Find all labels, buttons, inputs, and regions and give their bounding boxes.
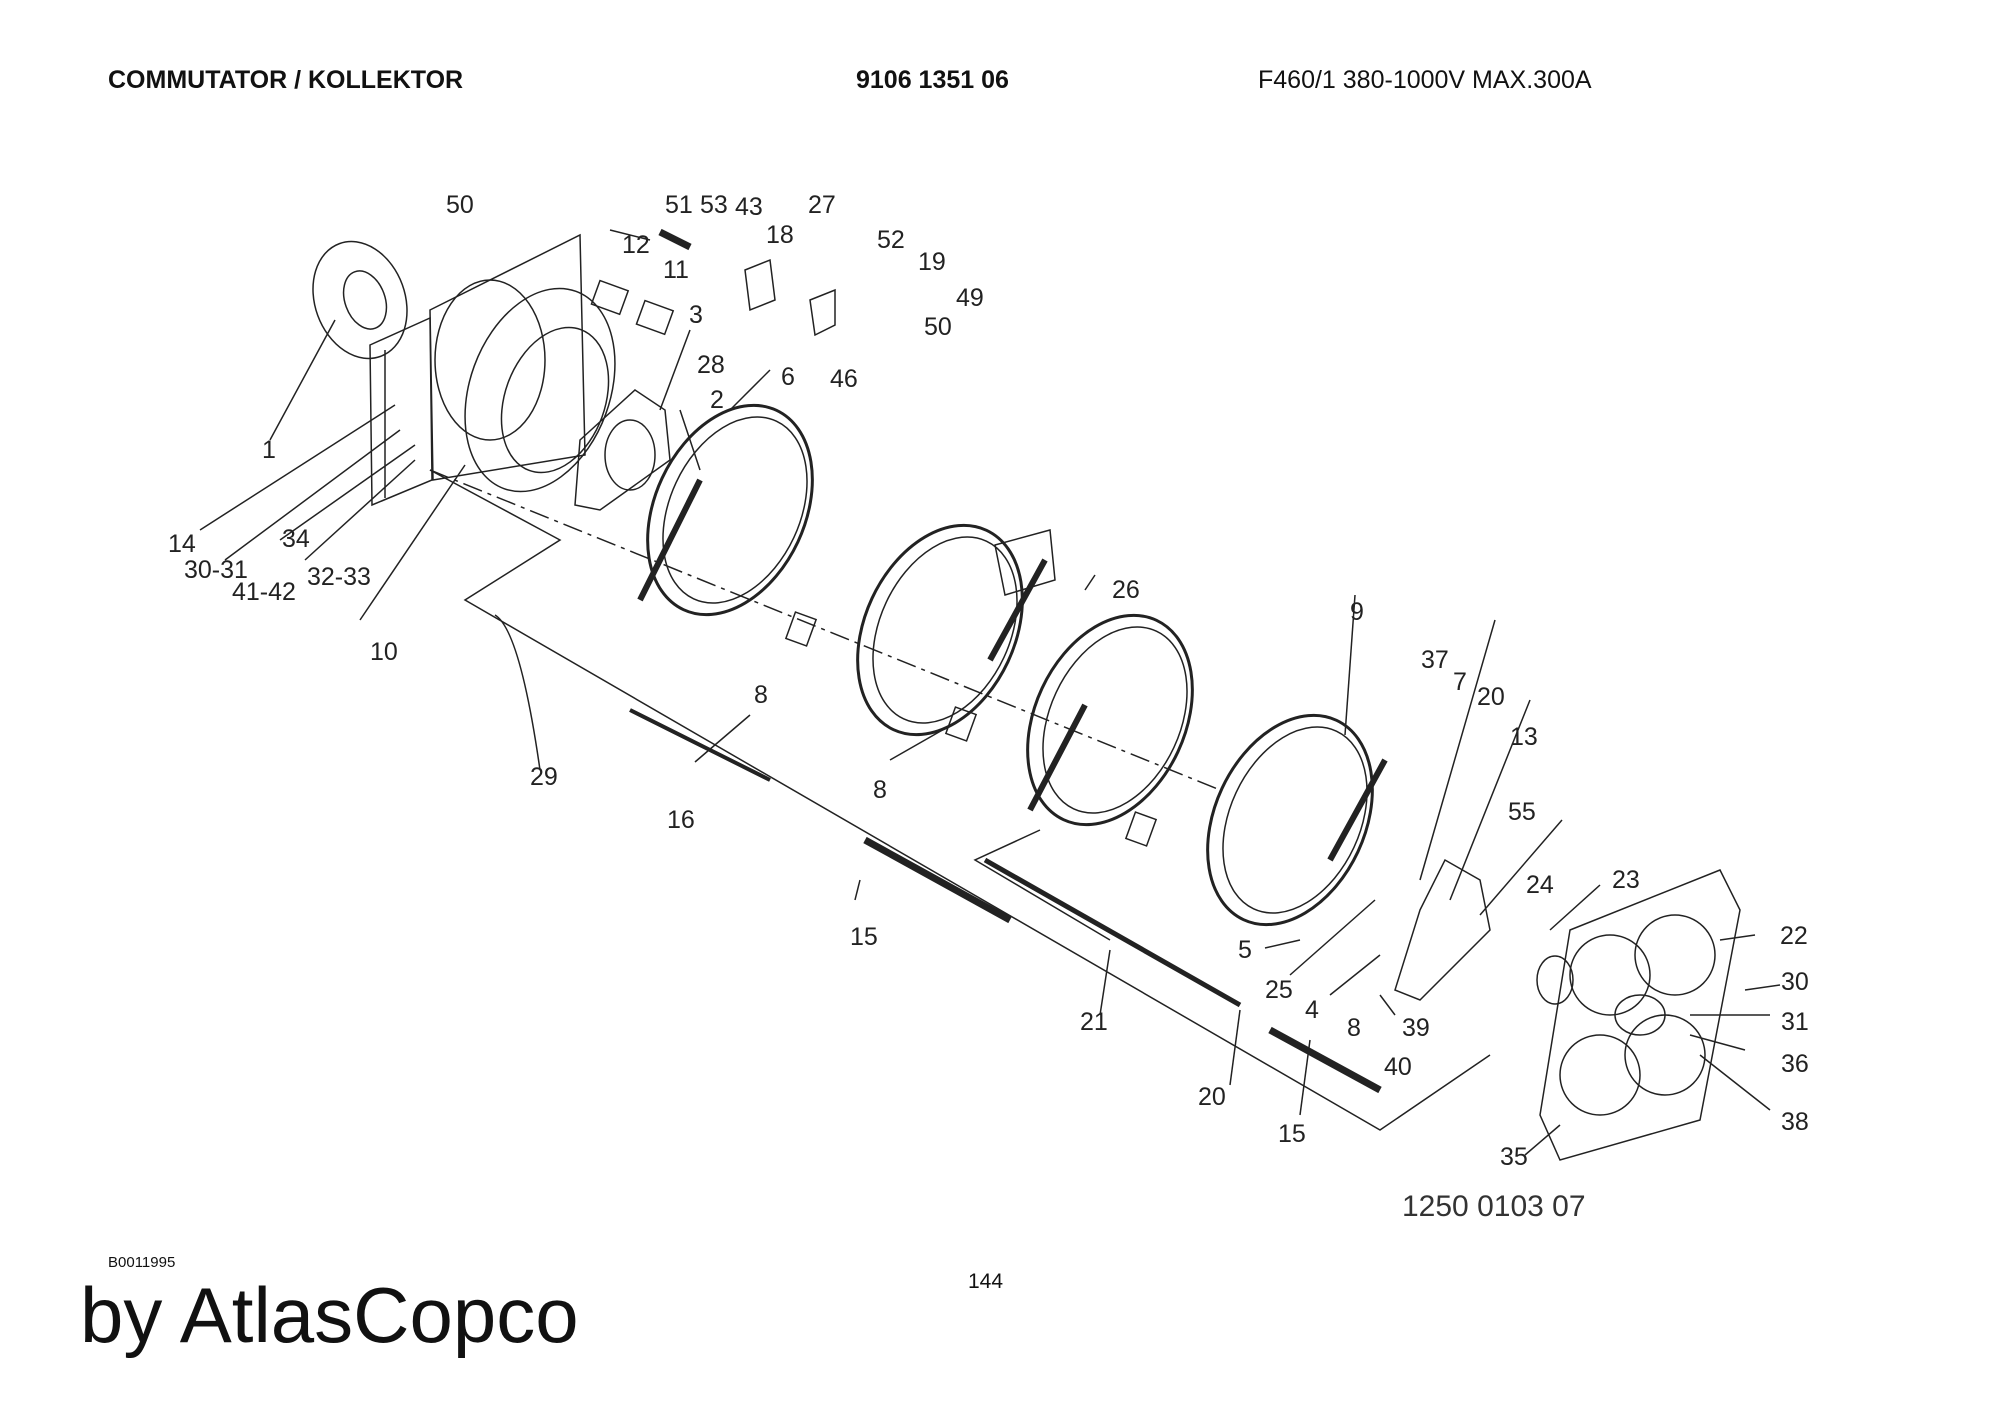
callout-4: 4 bbox=[1305, 996, 1319, 1024]
callout-16: 16 bbox=[667, 806, 695, 834]
callout-36: 36 bbox=[1781, 1050, 1809, 1078]
callout-49: 49 bbox=[956, 284, 984, 312]
model-designation: F460/1 380-1000V MAX.300A bbox=[1258, 66, 1592, 94]
callout-35: 35 bbox=[1500, 1143, 1528, 1171]
callout-12: 12 bbox=[622, 231, 650, 259]
callout-11: 11 bbox=[663, 256, 689, 284]
callout-52: 52 bbox=[877, 226, 905, 254]
diagram-drawing bbox=[199, 228, 1781, 1161]
callout-29: 29 bbox=[530, 763, 558, 791]
callout-25: 25 bbox=[1265, 976, 1293, 1004]
part-number: 9106 1351 06 bbox=[856, 66, 1009, 94]
callout-41-42: 41-42 bbox=[232, 578, 296, 606]
callout-38: 38 bbox=[1781, 1108, 1809, 1136]
callout-50: 50 bbox=[446, 191, 474, 219]
callout-8b: 8 bbox=[873, 776, 887, 804]
callout-15b: 15 bbox=[1278, 1120, 1306, 1148]
callout-31: 31 bbox=[1781, 1008, 1809, 1036]
callout-39: 39 bbox=[1402, 1014, 1430, 1042]
callout-53: 53 bbox=[700, 191, 728, 219]
callout-20b: 20 bbox=[1477, 683, 1505, 711]
callout-10: 10 bbox=[370, 638, 398, 666]
document-reference: B0011995 bbox=[108, 1254, 176, 1271]
callout-19: 19 bbox=[918, 248, 946, 276]
callout-9: 9 bbox=[1350, 598, 1364, 626]
page-number: 144 bbox=[968, 1270, 1004, 1293]
callout-5: 5 bbox=[1238, 936, 1252, 964]
callout-18: 18 bbox=[766, 221, 794, 249]
brand-watermark: by AtlasCopco bbox=[80, 1271, 579, 1359]
callout-23: 23 bbox=[1612, 866, 1640, 894]
drawing-number: 1250 0103 07 bbox=[1402, 1190, 1586, 1223]
callout-14: 14 bbox=[168, 530, 196, 558]
callout-55: 55 bbox=[1508, 798, 1536, 826]
callout-51: 51 bbox=[665, 191, 693, 219]
callout-13: 13 bbox=[1510, 723, 1538, 751]
callout-30: 30 bbox=[1781, 968, 1809, 996]
page-title: COMMUTATOR / KOLLEKTOR bbox=[108, 66, 464, 94]
callout-28: 28 bbox=[697, 351, 725, 379]
callout-15a: 15 bbox=[850, 923, 878, 951]
callout-6: 6 bbox=[781, 363, 795, 391]
callout-20a: 20 bbox=[1198, 1083, 1226, 1111]
callout-34: 34 bbox=[282, 525, 310, 553]
callout-32-33: 32-33 bbox=[307, 563, 371, 591]
callout-8c: 8 bbox=[1347, 1014, 1361, 1042]
callout-2: 2 bbox=[710, 386, 724, 414]
callout-24: 24 bbox=[1526, 871, 1554, 899]
callout-37: 37 bbox=[1421, 646, 1449, 674]
callout-43: 43 bbox=[735, 193, 763, 221]
callout-7: 7 bbox=[1453, 668, 1467, 696]
callout-40: 40 bbox=[1384, 1053, 1412, 1081]
callout-27: 27 bbox=[808, 191, 836, 219]
callout-30-31: 30-31 bbox=[184, 556, 248, 584]
callout-46: 46 bbox=[830, 365, 858, 393]
callout-21: 21 bbox=[1080, 1008, 1108, 1036]
callout-1: 1 bbox=[262, 436, 276, 464]
callout-22: 22 bbox=[1780, 922, 1808, 950]
callout-3: 3 bbox=[689, 301, 703, 329]
callout-50b: 50 bbox=[924, 313, 952, 341]
callout-26: 26 bbox=[1112, 576, 1140, 604]
callout-8a: 8 bbox=[754, 681, 768, 709]
